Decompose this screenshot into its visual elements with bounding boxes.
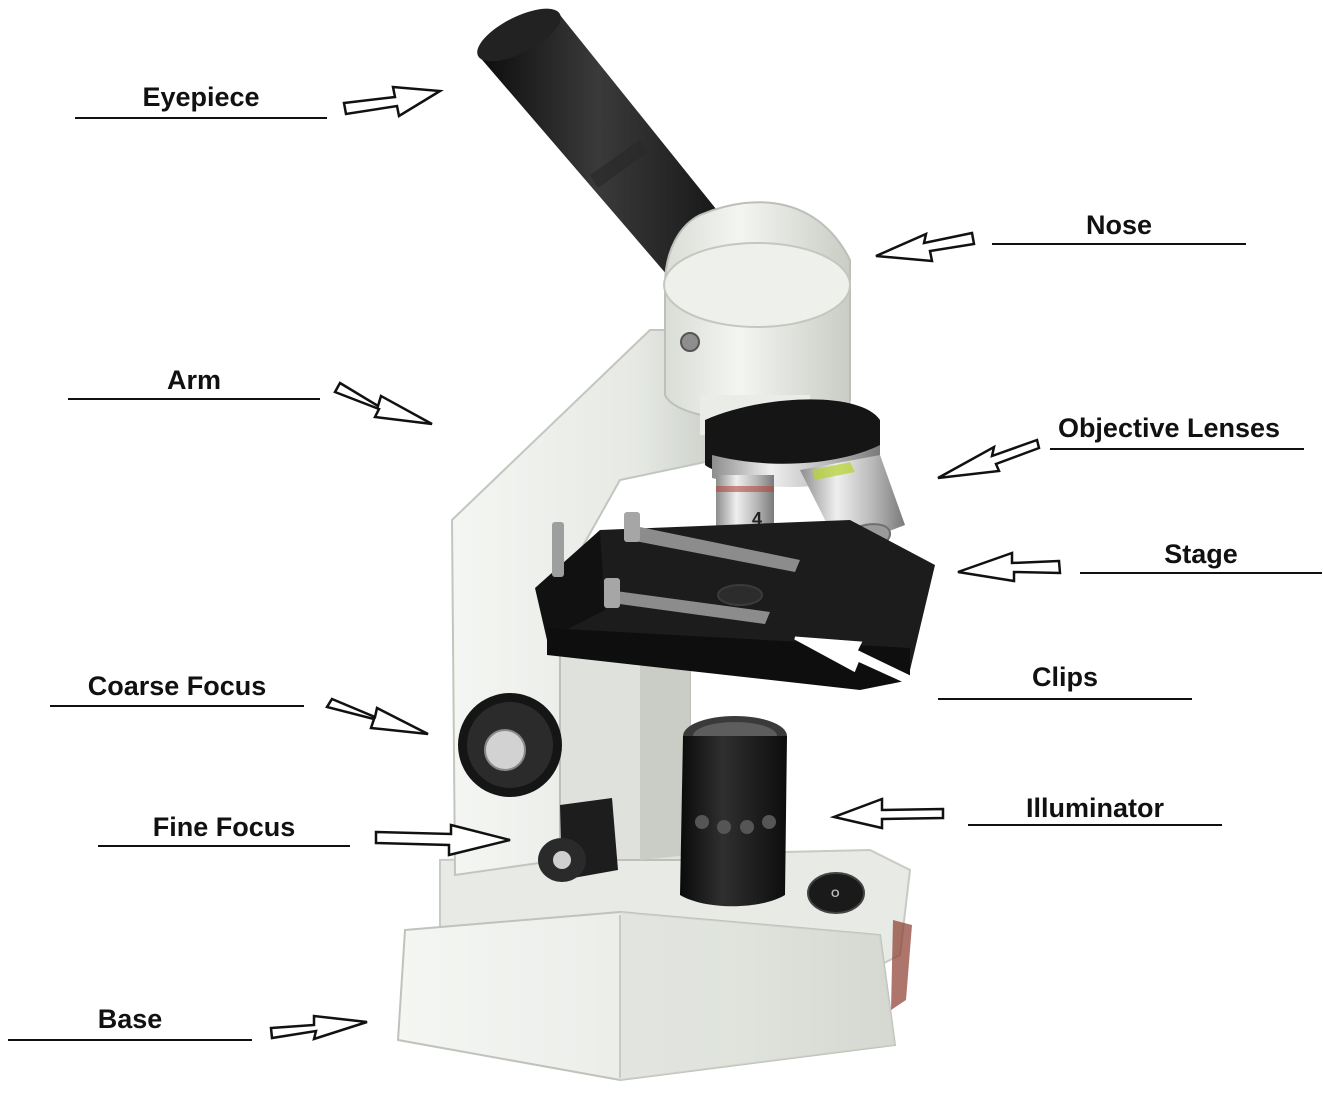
arrow-stage	[958, 553, 1060, 581]
illuminator-lamp	[680, 716, 787, 906]
underline-illuminator	[968, 824, 1222, 826]
underline-fine-focus	[98, 845, 350, 847]
arrow-nose	[876, 233, 974, 261]
arrow-objective	[938, 440, 1039, 478]
underline-stage	[1080, 572, 1322, 574]
underline-coarse-focus	[50, 705, 304, 707]
underline-base	[8, 1039, 252, 1041]
underline-clips	[938, 698, 1192, 700]
power-switch-text: O	[831, 888, 840, 900]
underline-nose	[992, 243, 1246, 245]
label-clips: Clips	[938, 664, 1192, 691]
underline-objective-lenses	[1050, 448, 1304, 450]
label-objective-lenses: Objective Lenses	[1033, 415, 1305, 442]
label-coarse-focus: Coarse Focus	[50, 673, 304, 700]
arrow-base	[271, 1016, 367, 1039]
underline-eyepiece	[75, 117, 327, 119]
arrow-coarse-focus	[327, 699, 428, 734]
underline-arm	[68, 398, 320, 400]
label-eyepiece: Eyepiece	[75, 84, 327, 111]
coarse-focus-knob	[458, 693, 562, 797]
label-base: Base	[8, 1006, 252, 1033]
label-nose: Nose	[992, 212, 1246, 239]
power-switch: O	[808, 873, 864, 913]
label-illuminator: Illuminator	[968, 795, 1222, 822]
label-stage: Stage	[1080, 541, 1322, 568]
label-arm: Arm	[68, 367, 320, 394]
label-fine-focus: Fine Focus	[98, 814, 350, 841]
arrow-arm	[335, 383, 432, 424]
arrow-eyepiece	[344, 87, 440, 116]
arrow-illuminator	[834, 799, 943, 828]
